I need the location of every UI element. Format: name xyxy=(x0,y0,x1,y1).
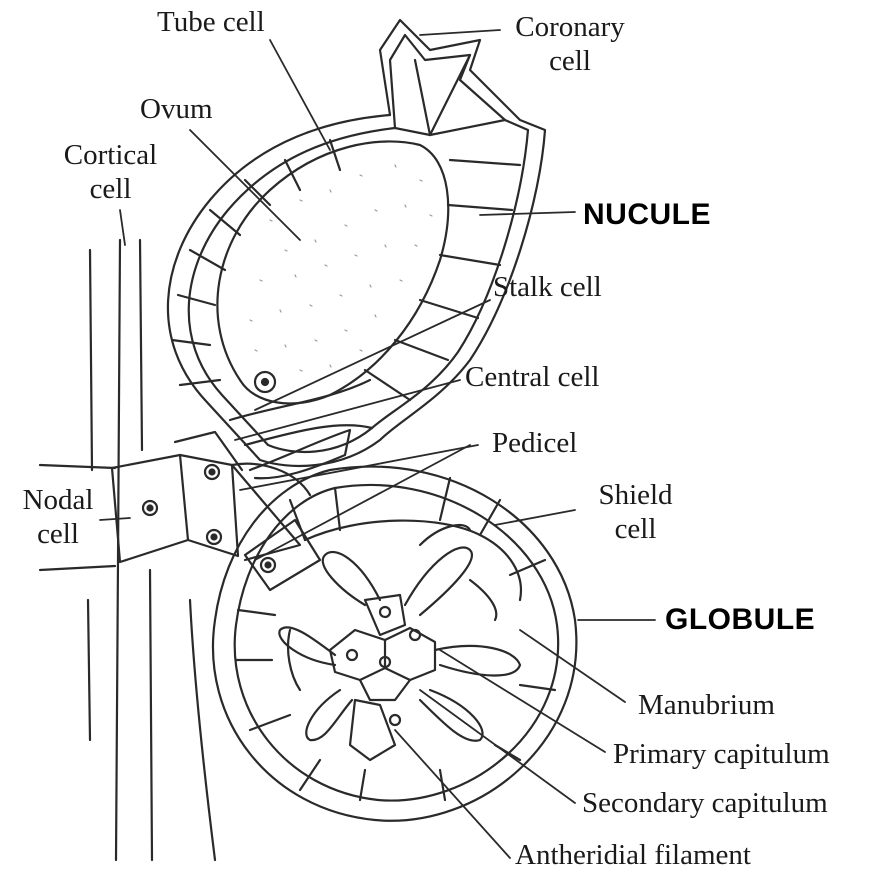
leader-shield-cell xyxy=(495,510,575,525)
leader-tube-cell xyxy=(270,40,330,150)
label-shield-line1: Shield xyxy=(578,478,693,512)
label-tube-cell: Tube cell xyxy=(157,5,265,39)
leader-manubrium xyxy=(520,630,625,702)
leader-antheridial-filament xyxy=(395,730,510,858)
leader-ovum xyxy=(190,130,300,240)
label-cortical-line1: Cortical xyxy=(48,138,173,172)
label-central-cell: Central cell xyxy=(465,360,599,394)
leader-primary-capitulum xyxy=(440,650,605,752)
label-nucule: NUCULE xyxy=(583,198,711,232)
label-nodal-line2: cell xyxy=(8,517,108,551)
label-globule: GLOBULE xyxy=(665,603,815,637)
label-secondary-capitulum: Secondary capitulum xyxy=(582,786,828,820)
leader-coronary-cell xyxy=(420,30,500,35)
label-ovum: Ovum xyxy=(140,92,213,126)
label-manubrium: Manubrium xyxy=(638,688,775,722)
leader-pedicel-2 xyxy=(255,445,470,560)
label-stalk-cell: Stalk cell xyxy=(493,270,602,304)
label-coronary-cell: Coronary cell xyxy=(500,10,640,78)
label-antheridial-filament: Antheridial filament xyxy=(515,838,751,872)
label-shield-cell: Shield cell xyxy=(578,478,693,546)
label-nodal-cell: Nodal cell xyxy=(8,483,108,551)
label-shield-line2: cell xyxy=(578,512,693,546)
label-cortical-line2: cell xyxy=(48,172,173,206)
leader-nucule xyxy=(480,212,575,215)
nodal-cells xyxy=(112,432,300,562)
nucule xyxy=(168,20,545,478)
label-coronary-line1: Coronary xyxy=(500,10,640,44)
label-primary-capitulum: Primary capitulum xyxy=(613,737,830,771)
label-pedicel: Pedicel xyxy=(492,426,577,460)
label-nodal-line1: Nodal xyxy=(8,483,108,517)
label-coronary-line2: cell xyxy=(500,44,640,78)
label-cortical-cell: Cortical cell xyxy=(48,138,173,206)
